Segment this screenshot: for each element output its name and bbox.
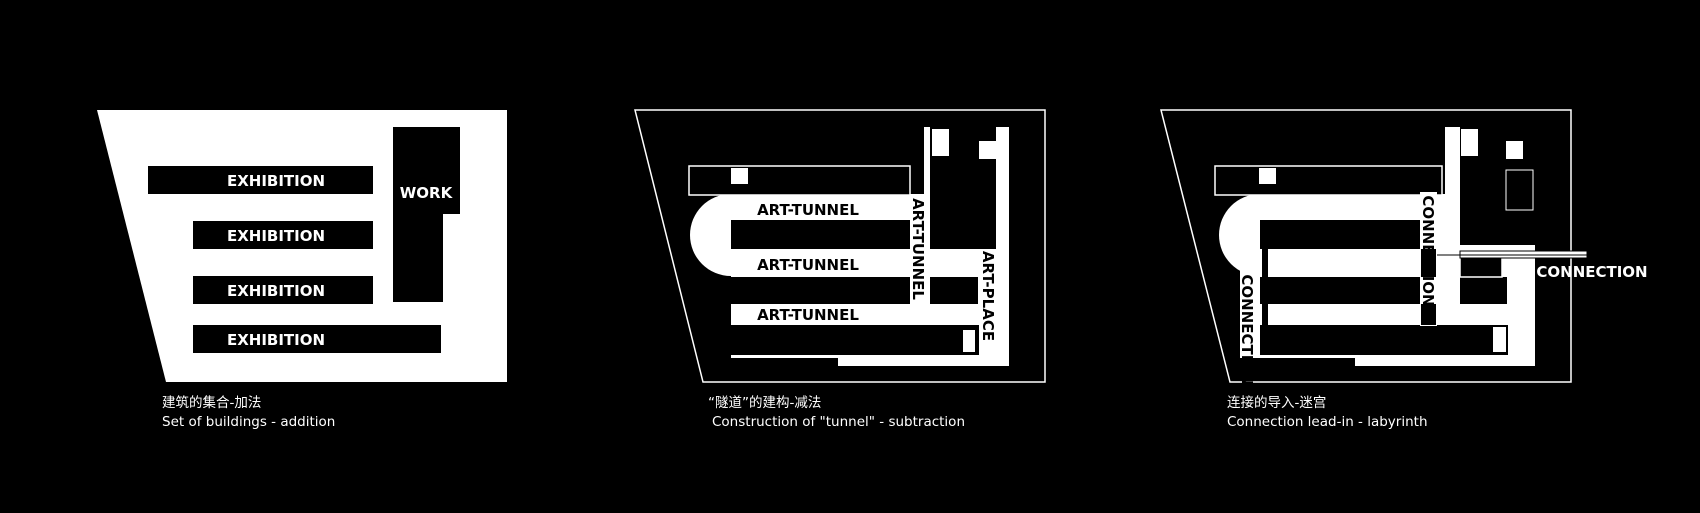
place-window-1 <box>1461 129 1478 156</box>
tunnel-wall-2 <box>731 277 910 304</box>
tunnel-wall-3 <box>731 325 979 355</box>
caption-addition-cn: 建筑的集合-加法 <box>162 395 262 411</box>
tunnel-wall-1 <box>731 220 910 249</box>
place-small-block <box>1460 277 1507 304</box>
exhibition-block-2 <box>193 221 373 249</box>
diagram-subtraction: ART-TUNNEL ART-TUNNEL ART-TUNNEL ART-TUN… <box>634 109 1046 383</box>
caption-subtraction-cn: “隧道”的建构-减法 <box>708 395 822 411</box>
caption-addition: 建筑的集合-加法 Set of buildings - addition <box>162 394 335 432</box>
top-bar-window <box>1259 168 1276 184</box>
exhibition-label-1: EXHIBITION <box>227 172 325 190</box>
caption-addition-en: Set of buildings - addition <box>162 414 336 430</box>
top-bar-window <box>731 168 748 184</box>
place-small-block <box>930 277 978 304</box>
caption-labyrinth-cn: 连接的导入-迷宫 <box>1227 395 1327 411</box>
caption-labyrinth-en: Connection lead-in - labyrinth <box>1227 414 1428 430</box>
tunnel-semicircle <box>690 194 731 276</box>
site-outline <box>1160 109 1572 383</box>
work-block <box>393 127 460 302</box>
center-gap-2 <box>1421 304 1436 325</box>
art-tunnel-label-1: ART-TUNNEL <box>757 201 859 219</box>
diagram-addition: EXHIBITION EXHIBITION EXHIBITION EXHIBIT… <box>97 110 507 382</box>
art-place-label: ART-PLACE <box>979 251 997 341</box>
wall-3-window <box>963 330 975 352</box>
place-window-1 <box>932 129 949 156</box>
exhibition-block-3 <box>193 276 373 304</box>
left-gap-2 <box>1262 304 1268 325</box>
exhibition-block-1 <box>148 166 373 194</box>
diagram-labyrinth: CONNECTION CONNECTION CONNECTION <box>1160 109 1648 386</box>
exhibition-label-3: EXHIBITION <box>227 282 325 300</box>
wall-3-window <box>1493 327 1506 352</box>
exhibition-label-4: EXHIBITION <box>227 331 325 349</box>
exhibition-label-2: EXHIBITION <box>227 227 325 245</box>
art-tunnel-label-2: ART-TUNNEL <box>757 256 859 274</box>
maze-wall-2 <box>1260 277 1430 304</box>
exhibition-block-4 <box>193 325 441 353</box>
place-window-2 <box>1506 141 1523 159</box>
caption-subtraction: “隧道”的建构-减法 Construction of "tunnel" - su… <box>708 394 965 432</box>
left-connection-strip <box>1240 246 1260 358</box>
art-tunnel-label-3: ART-TUNNEL <box>757 306 859 324</box>
place-window-2 <box>979 141 996 159</box>
connection-label-left: CONNECTION <box>1238 274 1256 385</box>
connection-label-right: CONNECTION <box>1536 263 1647 281</box>
center-gap-1 <box>1421 249 1436 277</box>
caption-subtraction-en: Construction of "tunnel" - subtraction <box>712 414 965 430</box>
work-label: WORK <box>400 184 454 202</box>
top-bar <box>688 165 911 196</box>
maze-wall-1 <box>1260 220 1430 249</box>
caption-labyrinth: 连接的导入-迷宫 Connection lead-in - labyrinth <box>1227 394 1428 432</box>
connection-label-center: CONNECTION <box>1419 195 1437 306</box>
left-gap-1 <box>1262 249 1268 277</box>
place-window-3 <box>1505 169 1534 211</box>
top-bar <box>1214 165 1443 196</box>
maze-wall-3 <box>1260 325 1508 355</box>
site-outline <box>634 109 1046 383</box>
art-tunnel-label-vertical: ART-TUNNEL <box>909 198 927 300</box>
